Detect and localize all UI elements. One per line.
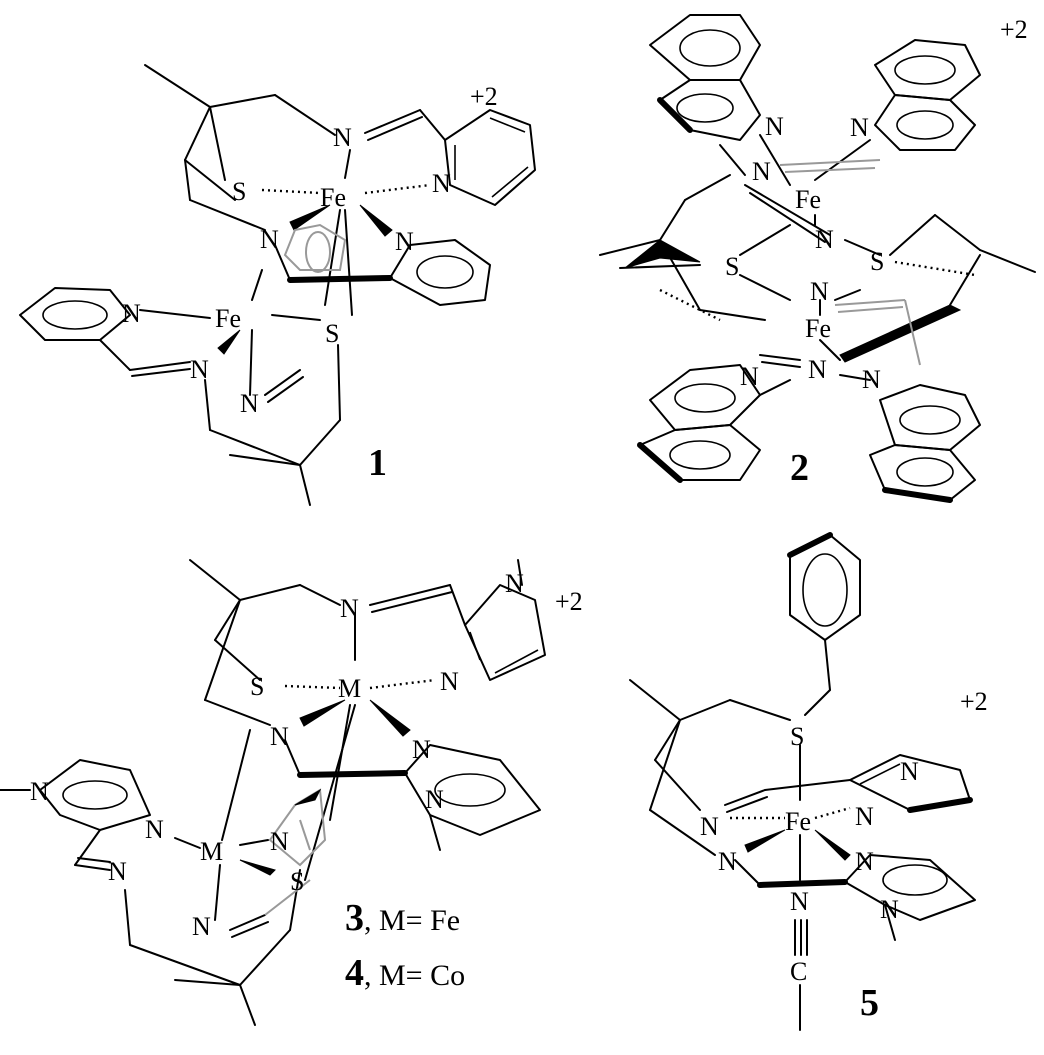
complex-1-atom-N: N [395, 227, 414, 256]
complex-2-atom-N: N [850, 113, 869, 142]
complex-5-atom-S: S [790, 722, 804, 751]
complex-1-atom-N: N [240, 389, 259, 418]
complex-1-charge: +2 [470, 82, 498, 111]
complex-1-atom-S: S [232, 177, 246, 206]
complex-5-atom-N: N [718, 847, 737, 876]
complex-2-atom-N: N [862, 365, 881, 394]
complex-3-atom-S: S [290, 867, 304, 896]
complex-4-label: 4, M= Co [345, 952, 465, 994]
complex-3-atom-N: N [192, 912, 211, 941]
complex-1-atom-N: N [432, 169, 451, 198]
complex-5-atom-N: N [900, 757, 919, 786]
complex-1-atom-N: N [333, 123, 352, 152]
complex-2-atom-N: N [765, 112, 784, 141]
complex-5-atom-N: N [790, 887, 809, 916]
complex-5-metal: Fe [785, 807, 811, 836]
complex-5-atom-N: N [855, 847, 874, 876]
complex-2-atom-S: S [725, 252, 739, 281]
complex-1-atom-N: N [260, 225, 279, 254]
complex-5-atom-N: N [855, 802, 874, 831]
complex-5-atom-N: N [880, 895, 899, 924]
complex-3-metal: M [338, 674, 361, 703]
complex-3-metal: M [200, 837, 223, 866]
complex-2-atom-S: S [870, 247, 884, 276]
complex-5: +2 [629, 532, 988, 1031]
complex-3-charge: +2 [555, 587, 583, 616]
complex-3-atom-N: N [425, 785, 444, 814]
complex-1-metal: Fe [320, 183, 346, 212]
complex-3-atom-N: N [30, 777, 49, 806]
complex-1-atom-S: S [325, 319, 339, 348]
complex-1-label: 1 [368, 442, 387, 484]
complex-3-atom-S: S [250, 672, 264, 701]
complex-2-atom-N: N [808, 355, 827, 384]
complex-2-metal: Fe [795, 185, 821, 214]
complex-5-atom-N: N [700, 812, 719, 841]
complex-2-charge: +2 [1000, 15, 1028, 44]
complex-3-atom-N: N [412, 735, 431, 764]
complex-2: +2 [599, 14, 1036, 503]
complex-5-label: 5 [860, 982, 879, 1024]
complex-3-atom-N: N [505, 569, 524, 598]
complex-3-atom-N: N [145, 815, 164, 844]
complex-2-atom-N: N [752, 157, 771, 186]
complex-2-label: 2 [790, 447, 809, 489]
complex-3-4: +2 [0, 559, 583, 1026]
complex-2-atom-N: N [810, 277, 829, 306]
complex-1: +2 [19, 64, 536, 506]
complex-5-atom-C: C [790, 957, 807, 986]
complex-3-atom-N: N [340, 594, 359, 623]
complex-3-atom-N: N [440, 667, 459, 696]
complex-2-atom-N: N [815, 225, 834, 254]
complex-1-metal: Fe [215, 304, 241, 333]
complex-3-label: 3, M= Fe [345, 897, 460, 939]
complex-2-metal: Fe [805, 314, 831, 343]
complex-3-atom-N: N [270, 827, 289, 856]
complex-1-atom-N: N [190, 355, 209, 384]
complex-5-charge: +2 [960, 687, 988, 716]
complex-3-atom-N: N [108, 857, 127, 886]
complex-3-atom-N: N [270, 722, 289, 751]
complex-1-atom-N: N [122, 299, 141, 328]
complex-2-atom-N: N [740, 362, 759, 391]
